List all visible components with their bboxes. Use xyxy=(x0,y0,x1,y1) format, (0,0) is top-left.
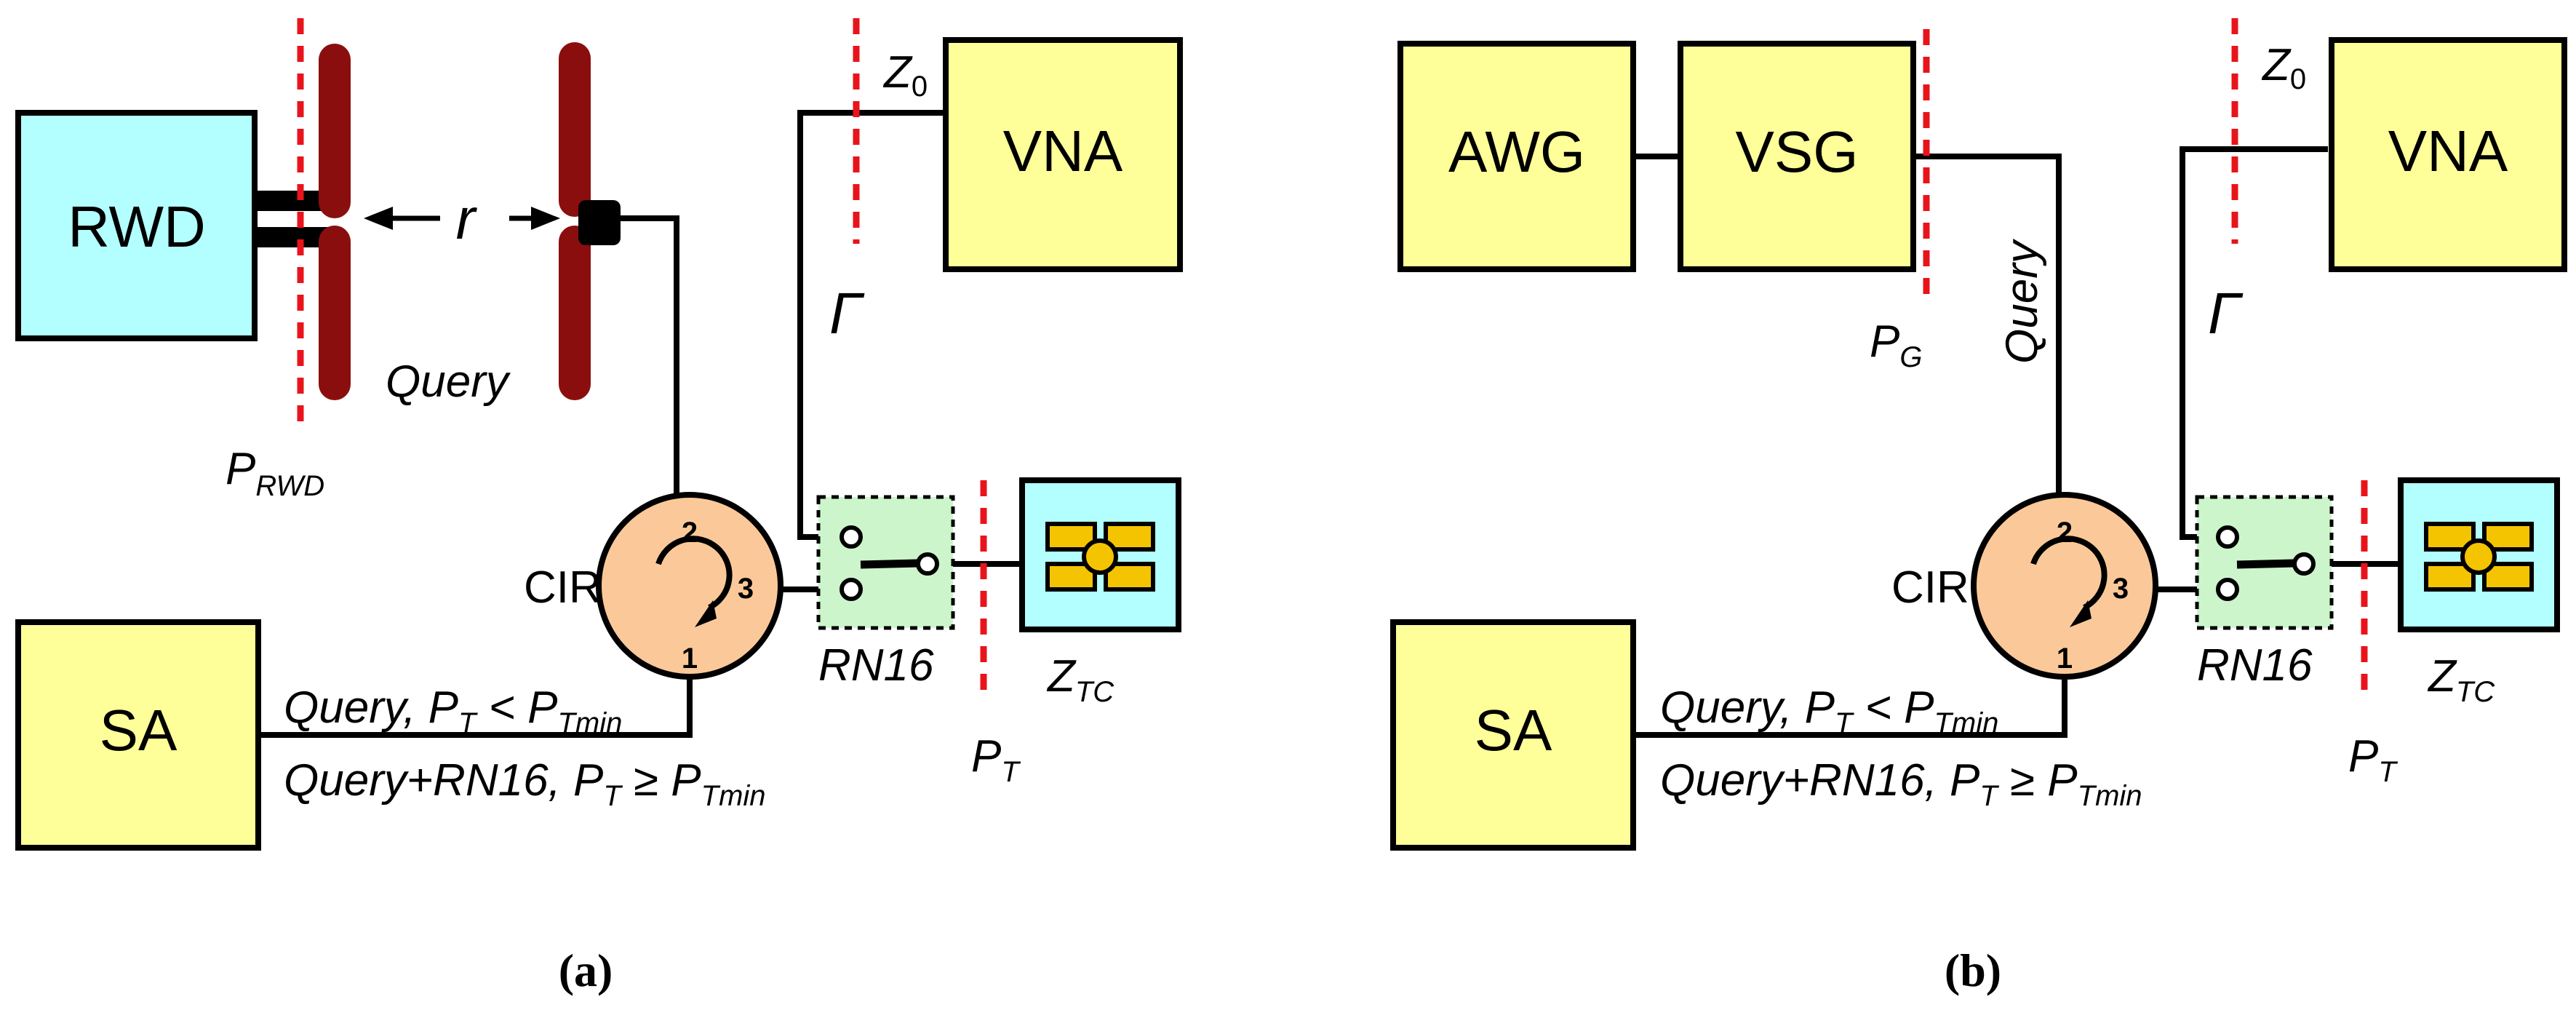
wire-circulator-to-analyzer xyxy=(1633,677,2067,738)
switch-pivot xyxy=(916,552,939,576)
circulator-port-3: 3 xyxy=(2113,573,2129,605)
distance-arrow xyxy=(364,207,560,230)
tag-chip-block xyxy=(2398,477,2560,632)
reader-antenna-upper xyxy=(319,44,351,218)
reader-label: RWD xyxy=(68,194,206,259)
vsg-label: VSG xyxy=(1736,119,1859,184)
circulator-arrow xyxy=(2030,536,2108,611)
ztc-label: ZTC xyxy=(1046,651,1114,708)
query-antenna-feed xyxy=(578,200,621,245)
condition-high-power: Query+RN16, PT ≥ PTmin xyxy=(1660,755,2142,812)
circulator-arrow xyxy=(655,536,733,611)
distance-label: r xyxy=(456,186,478,251)
wire-vsg-to-circulator xyxy=(1913,154,2062,495)
switch-pivot xyxy=(2292,552,2316,576)
wire-antenna-to-circulator xyxy=(615,215,679,495)
gamma-label: Γ xyxy=(2208,281,2244,346)
wire-vna-to-switch xyxy=(797,110,946,540)
pg-label: PG xyxy=(1870,317,1922,373)
vna-block xyxy=(2329,37,2567,272)
gamma-label: Γ xyxy=(829,281,865,346)
circulator-port-1: 1 xyxy=(682,643,698,675)
z0-label: Z0 xyxy=(2261,40,2306,95)
query-antenna-upper xyxy=(559,42,591,217)
chip-icon xyxy=(1045,522,1155,592)
circulator-port-3: 3 xyxy=(738,573,754,605)
caption-a: (a) xyxy=(559,945,613,996)
switch-blade xyxy=(860,559,919,569)
vna-label: VNA xyxy=(1003,119,1123,183)
switch-contact-top xyxy=(2216,525,2239,549)
vna-label: VNA xyxy=(2388,119,2508,183)
condition-high-power: Query+RN16, PT ≥ PTmin xyxy=(284,755,766,812)
reader-plane-label: PRWD xyxy=(226,444,324,502)
chip-icon xyxy=(2424,522,2534,592)
awg-label: AWG xyxy=(1448,119,1585,184)
vsg-block xyxy=(1678,41,1916,272)
z0-label: Z0 xyxy=(882,47,928,103)
pt-label: PT xyxy=(971,731,1021,788)
circulator-label: CIR xyxy=(1891,562,1969,613)
query-antenna-lower xyxy=(559,226,591,400)
reader-antenna-lower xyxy=(319,226,351,400)
caption-b: (b) xyxy=(1945,945,2001,996)
condition-low-power: Query, PT < PTmin xyxy=(284,683,622,739)
query-label: Query xyxy=(1997,238,2047,364)
switch-contact-top xyxy=(840,525,863,549)
analyzer-label: SA xyxy=(1475,698,1552,763)
vna-block xyxy=(943,37,1183,272)
circulator-port-2: 2 xyxy=(682,517,698,549)
analyzer-label: SA xyxy=(100,698,178,763)
panel-b: AWG VSG PG Query VNA Z0 Γ 2 3 1 CIR RN16… xyxy=(1390,18,2567,996)
wire-circulator-to-analyzer xyxy=(258,677,693,738)
circulator-arrowhead xyxy=(695,600,717,627)
wire-vna-to-switch xyxy=(2180,146,2328,540)
circulator-port-1: 1 xyxy=(2057,643,2073,675)
rn16-label: RN16 xyxy=(818,640,934,691)
reader-block xyxy=(15,110,258,341)
circulator xyxy=(596,492,783,680)
ztc-label: ZTC xyxy=(2427,651,2495,708)
query-label: Query xyxy=(386,357,511,407)
rn16-label: RN16 xyxy=(2197,640,2313,691)
analyzer-block xyxy=(1390,619,1636,851)
switch-contact-bottom xyxy=(2216,578,2239,601)
switch-contact-bottom xyxy=(840,578,863,601)
circulator-port-2: 2 xyxy=(2057,517,2073,549)
condition-low-power: Query, PT < PTmin xyxy=(1660,683,1998,739)
panel-a: RWD r Query PRWD VNA Z0 Γ 2 xyxy=(15,18,1183,996)
analyzer-block xyxy=(15,619,261,851)
circulator-label: CIR xyxy=(524,562,602,613)
circulator xyxy=(1971,492,2158,680)
circulator-arrowhead xyxy=(2070,600,2091,627)
switch-blade xyxy=(2236,559,2295,569)
awg-block xyxy=(1397,41,1636,272)
pt-label: PT xyxy=(2348,731,2398,788)
